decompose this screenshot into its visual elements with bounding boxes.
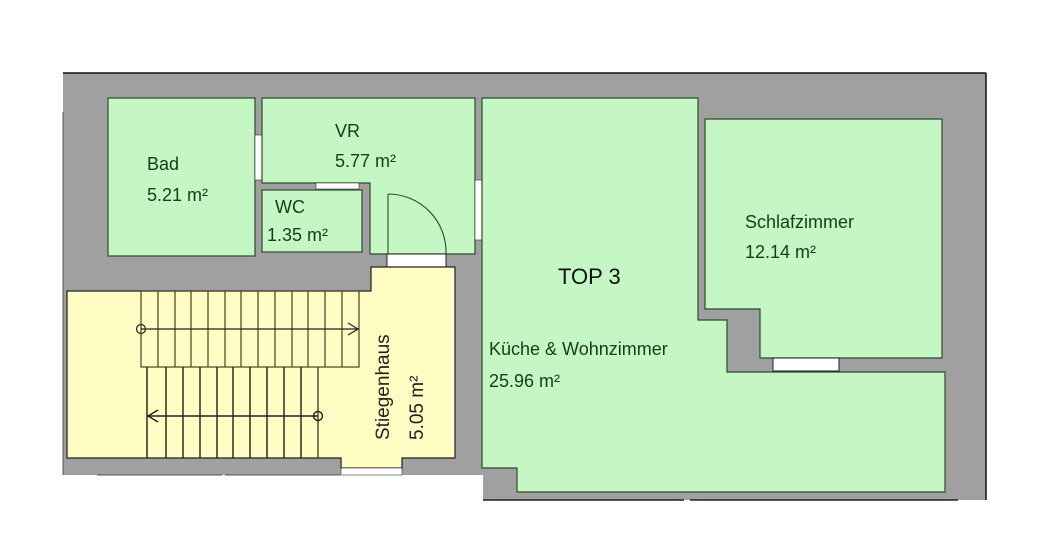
room-wc — [261, 189, 363, 253]
stair-upper-flight — [135, 290, 360, 368]
room-name: WC — [275, 197, 305, 217]
room-label-bad: Bad 5.21 m² — [147, 153, 208, 206]
room-area: 1.35 m² — [267, 225, 329, 245]
room-area: 12.14 m² — [745, 242, 817, 262]
room-area: 25.96 m² — [489, 371, 561, 391]
room-name: Küche & Wohnzimmer — [489, 339, 668, 359]
room-bad — [107, 97, 256, 257]
room-area: 5.77 m² — [335, 151, 397, 171]
entrance-door-opening — [386, 253, 447, 268]
room-name: VR — [335, 121, 361, 141]
room-kueche-wohnzimmer — [481, 97, 946, 493]
room-label-vr: VR 5.77 m² — [335, 120, 396, 172]
room-vr — [261, 97, 476, 255]
room-label-schlafzimmer: Schlafzimmer 12.14 m² — [745, 211, 854, 263]
room-label-stiegenhaus: Stiegenhaus 5.05 m² — [372, 334, 430, 440]
door-swing-arc — [387, 193, 447, 255]
room-label-wc: WC 1.35 m² — [267, 196, 328, 246]
room-name: Schlafzimmer — [745, 212, 855, 232]
room-name: Stiegenhaus — [373, 334, 394, 440]
room-area: 5.05 m² — [407, 375, 428, 440]
room-area: 5.21 m² — [147, 185, 209, 205]
room-label-kueche-wohnzimmer: Küche & Wohnzimmer 25.96 m² — [489, 338, 668, 392]
room-schlafzimmer — [704, 118, 943, 359]
apartment-title: TOP 3 — [558, 264, 621, 289]
room-name: Bad — [147, 154, 180, 174]
stair-lower-flight — [146, 367, 324, 458]
